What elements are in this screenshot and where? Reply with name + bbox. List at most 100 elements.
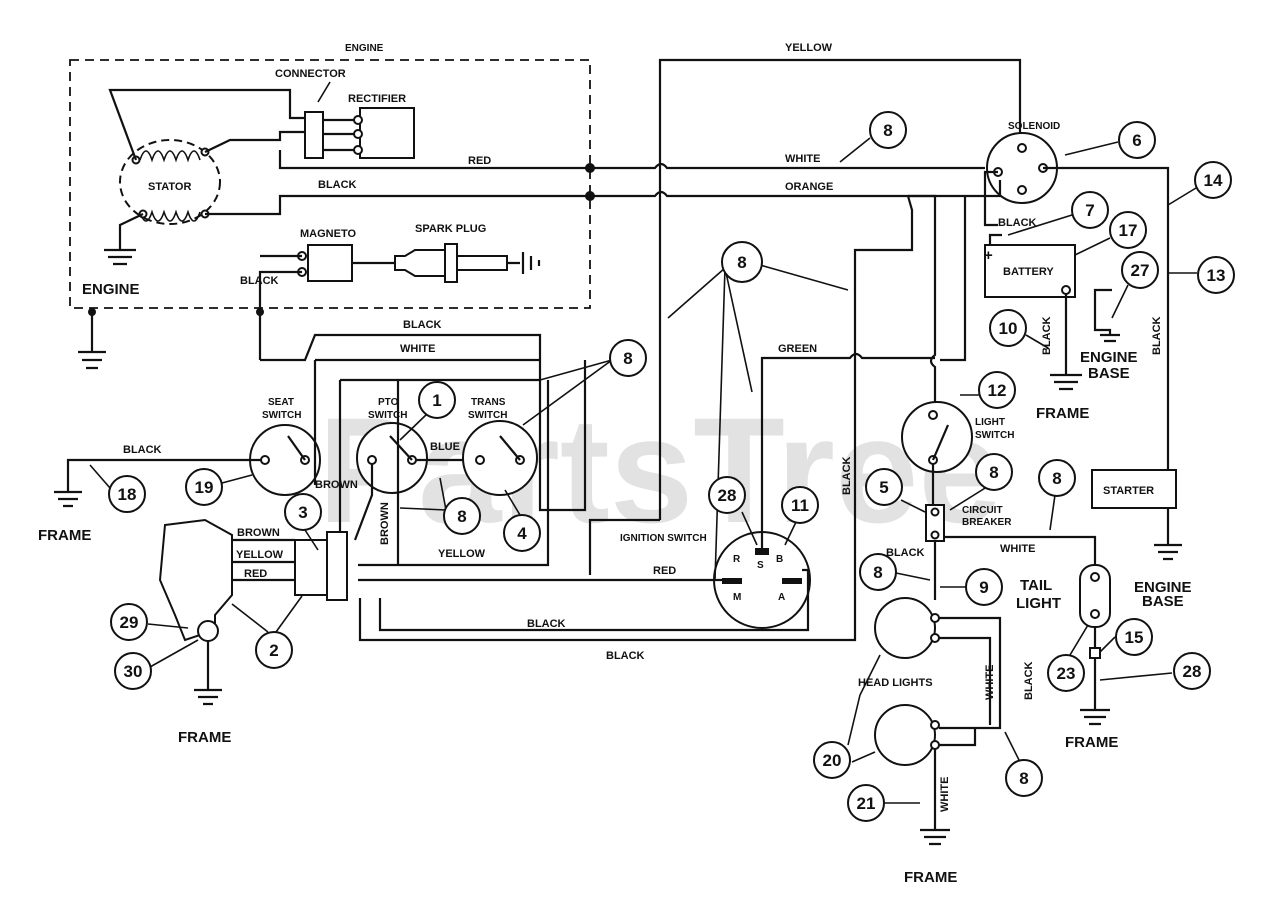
callout-18: 18 xyxy=(118,485,137,504)
magneto-label: MAGNETO xyxy=(300,228,356,240)
solenoid: SOLENOID xyxy=(986,121,1060,204)
solenoid-black-label: BLACK xyxy=(1151,316,1163,355)
ign-a: A xyxy=(778,592,785,603)
head-light-upper xyxy=(874,597,940,659)
orange-wire-label: ORANGE xyxy=(785,181,833,193)
connector-label: CONNECTOR xyxy=(275,68,346,80)
callout-9: 9 xyxy=(979,578,988,597)
ign-b: B xyxy=(776,554,783,565)
yellow-wire-label: YELLOW xyxy=(785,42,833,54)
callout-14: 14 xyxy=(1204,171,1223,190)
callout-8-f: 8 xyxy=(873,563,882,582)
callout-3: 3 xyxy=(298,503,307,522)
engine-box-label: ENGINE xyxy=(345,43,384,54)
loop-black-label: BLACK xyxy=(403,319,442,331)
callout-13: 13 xyxy=(1207,266,1226,285)
callout-27: 27 xyxy=(1131,261,1150,280)
engine-base-label-1: ENGINE xyxy=(1080,349,1138,366)
ign-red-label: RED xyxy=(653,565,676,577)
battery: + BATTERY xyxy=(984,244,1076,298)
white-wire-label: WHITE xyxy=(785,153,820,165)
callout-15: 15 xyxy=(1125,628,1144,647)
magneto: MAGNETO xyxy=(297,228,356,282)
frame-headlight-label: FRAME xyxy=(904,869,957,886)
starter: STARTER xyxy=(1091,469,1177,509)
reg-red-label: RED xyxy=(244,568,267,580)
ign-black-label-1: BLACK xyxy=(527,618,566,630)
magneto-black-label: BLACK xyxy=(240,275,279,287)
callout-21: 21 xyxy=(857,794,876,813)
trans-switch-label-1: TRANS xyxy=(471,397,506,408)
ignition-switch: R S B M A IGNITION SWITCH xyxy=(620,531,811,629)
ignition-switch-label: IGNITION SWITCH xyxy=(620,533,707,544)
harness-plug xyxy=(294,531,348,601)
head-light-lower xyxy=(874,704,940,766)
regulator xyxy=(158,518,233,642)
solenoid-label: SOLENOID xyxy=(1008,121,1060,132)
seat-switch-label-1: SEAT xyxy=(268,397,294,408)
frame-reg-label: FRAME xyxy=(178,729,231,746)
callout-17: 17 xyxy=(1119,221,1138,240)
connector: CONNECTOR xyxy=(275,68,346,159)
seat-switch-label-2: SWITCH xyxy=(262,410,301,421)
tail-light-label-1: TAIL xyxy=(1020,577,1052,594)
callout-12: 12 xyxy=(988,381,1007,400)
trans-switch: TRANS SWITCH xyxy=(462,397,538,496)
callout-8-c: 8 xyxy=(623,349,632,368)
head-black-label: BLACK xyxy=(1023,661,1035,700)
tail-light-label-2: LIGHT xyxy=(1016,595,1061,612)
reg-yellow-label: YELLOW xyxy=(236,549,284,561)
battery-black-label: BLACK xyxy=(998,217,1037,229)
ign-m: M xyxy=(733,592,741,603)
engine-base-label-2: BASE xyxy=(1088,365,1130,382)
callout-2: 2 xyxy=(269,641,278,660)
circuit-breaker-label-1: CIRCUIT xyxy=(962,505,1003,516)
circuit-breaker-label-2: BREAKER xyxy=(962,517,1012,528)
rectifier-label: RECTIFIER xyxy=(348,93,406,105)
callout-29: 29 xyxy=(120,613,139,632)
callout-8-d: 8 xyxy=(989,463,998,482)
frame-seat-label: FRAME xyxy=(38,527,91,544)
callout-8-b: 8 xyxy=(737,253,746,272)
starter-engine-base-1: ENGINE xyxy=(1134,579,1192,596)
callout-8-h: 8 xyxy=(1019,769,1028,788)
loop-white-label: WHITE xyxy=(400,343,435,355)
seat-brown-label: BROWN xyxy=(315,479,358,491)
callout-8-a: 8 xyxy=(883,121,892,140)
callout-8-e: 8 xyxy=(1052,469,1061,488)
pto-switch-label-2: SWITCH xyxy=(368,410,407,421)
callout-20: 20 xyxy=(823,751,842,770)
trans-switch-label-2: SWITCH xyxy=(468,410,507,421)
callout-7: 7 xyxy=(1085,201,1094,220)
frame-tail-label: FRAME xyxy=(1065,734,1118,751)
callout-28-b: 28 xyxy=(1183,662,1202,681)
callout-30: 30 xyxy=(124,662,143,681)
head-white-label: WHITE xyxy=(984,665,996,700)
pto-switch-label-1: PTO xyxy=(378,397,399,408)
green-wire-label: GREEN xyxy=(778,343,817,355)
callout-5: 5 xyxy=(879,478,888,497)
battery-label: BATTERY xyxy=(1003,266,1054,278)
pto-brown-label: BROWN xyxy=(379,502,391,545)
callout-4: 4 xyxy=(517,524,527,543)
ign-s: S xyxy=(757,560,764,571)
pto-blue-label: BLUE xyxy=(430,441,460,453)
ground-white-label: WHITE xyxy=(939,777,951,812)
callout-23: 23 xyxy=(1057,664,1076,683)
light-switch-label-2: SWITCH xyxy=(975,430,1014,441)
seat-switch: SEAT SWITCH xyxy=(249,397,321,496)
engine-enclosure: ENGINE ENGINE xyxy=(69,43,591,309)
spark-plug: SPARK PLUG xyxy=(394,223,541,283)
black-wire-label: BLACK xyxy=(318,179,357,191)
red-wire-label: RED xyxy=(468,155,491,167)
light-switch-label-1: LIGHT xyxy=(975,417,1005,428)
callout-19: 19 xyxy=(195,478,214,497)
starter-engine-base-2: BASE xyxy=(1142,593,1184,610)
tail-white-label: WHITE xyxy=(1000,543,1035,555)
trans-yellow-label: YELLOW xyxy=(438,548,486,560)
ign-black-label-2: BLACK xyxy=(606,650,645,662)
callout-8-g: 8 xyxy=(457,507,466,526)
callout-6: 6 xyxy=(1132,131,1141,150)
callout-1: 1 xyxy=(432,391,441,410)
